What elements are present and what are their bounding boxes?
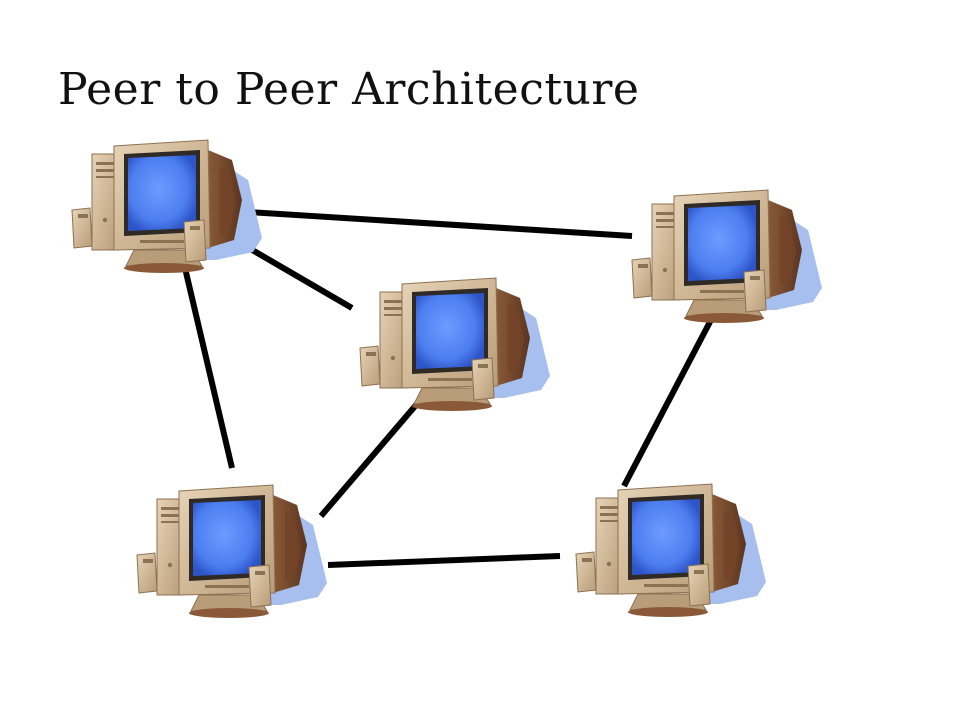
link-bottom-left-to-bottom-right xyxy=(327,553,561,568)
pc-center-icon xyxy=(359,277,551,412)
link-top-right-to-bottom-right xyxy=(621,316,715,488)
pc-bottom-left-icon xyxy=(136,484,328,619)
link-center-to-bottom-left xyxy=(318,396,425,518)
pc-bottom-right-icon xyxy=(575,483,767,618)
pc-top-left-icon xyxy=(71,139,263,274)
link-top-left-to-bottom-left xyxy=(182,267,235,469)
network-links xyxy=(182,209,715,568)
link-top-left-to-center xyxy=(240,241,354,311)
pc-top-right-icon xyxy=(631,189,823,324)
link-top-left-to-top-right xyxy=(247,209,633,239)
slide-title: Peer to Peer Architecture xyxy=(58,64,640,115)
